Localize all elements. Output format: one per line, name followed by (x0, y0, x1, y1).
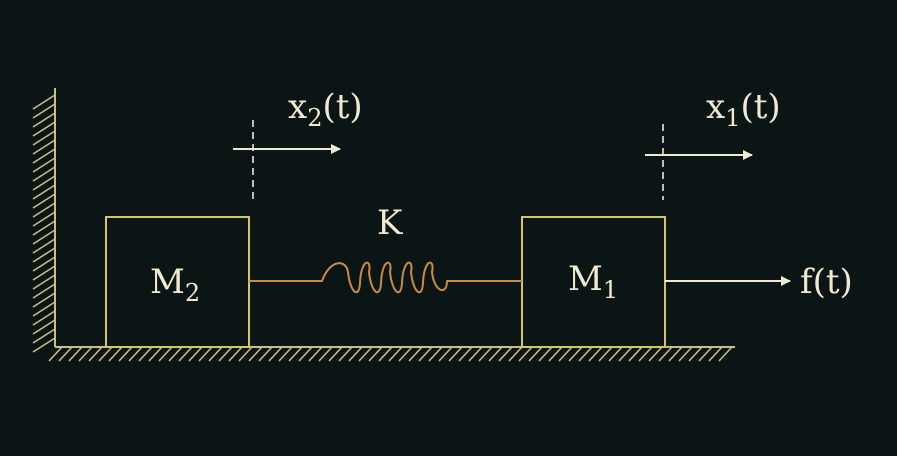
mass-m2-label: M2 (150, 262, 201, 307)
x1-label: x1(t) (706, 87, 781, 132)
spring-constant-label: K (377, 203, 403, 243)
ground-icon (48, 346, 735, 362)
spring-icon (249, 261, 522, 294)
mass-m1-label: M1 (568, 259, 619, 304)
force-label: f(t) (800, 262, 853, 302)
wall-icon (32, 88, 56, 353)
x2-label: x2(t) (288, 87, 363, 132)
